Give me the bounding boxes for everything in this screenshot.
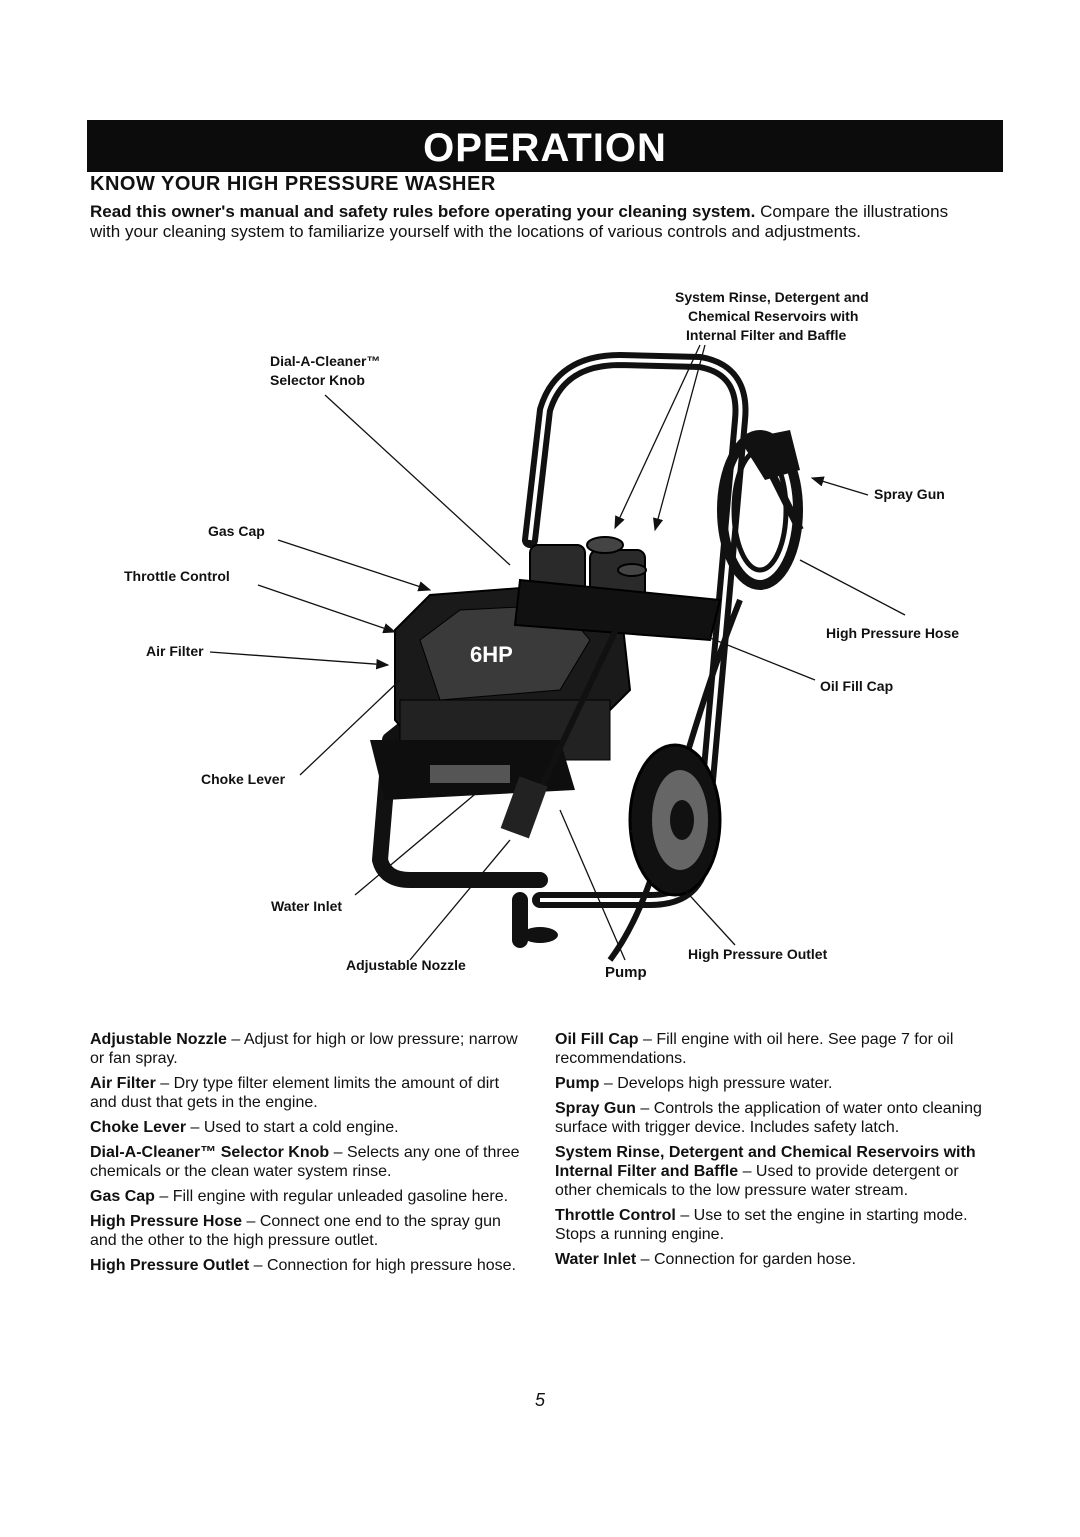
- descriptions-left-column: Adjustable Nozzle – Adjust for high or l…: [90, 1030, 530, 1281]
- descriptions-right-column: Oil Fill Cap – Fill engine with oil here…: [555, 1030, 995, 1275]
- description-item: Throttle Control – Use to set the engine…: [555, 1207, 968, 1243]
- description-item: Pump – Develops high pressure water.: [555, 1075, 833, 1092]
- description-item: Oil Fill Cap – Fill engine with oil here…: [555, 1031, 954, 1067]
- description-item: High Pressure Outlet – Connection for hi…: [90, 1257, 516, 1274]
- pressure-washer-diagram: 6HP: [0, 280, 1080, 1000]
- label-dial-a-cleaner: Dial-A-Cleaner™ Selector Knob: [270, 353, 381, 388]
- banner-title: OPERATION: [423, 126, 667, 170]
- description-item: Adjustable Nozzle – Adjust for high or l…: [90, 1031, 518, 1067]
- engine-badge: 6HP: [470, 642, 513, 667]
- spray-gun-and-hose: [500, 430, 804, 962]
- description-item: Dial-A-Cleaner™ Selector Knob – Selects …: [90, 1144, 520, 1180]
- description-item: Spray Gun – Controls the application of …: [555, 1100, 982, 1136]
- description-item: Gas Cap – Fill engine with regular unlea…: [90, 1188, 509, 1205]
- description-item: Air Filter – Dry type filter element lim…: [90, 1075, 500, 1111]
- label-oil-fill-cap: Oil Fill Cap: [820, 678, 894, 694]
- label-reservoirs: System Rinse, Detergent and Chemical Res…: [675, 289, 869, 343]
- intro-paragraph: Read this owner's manual and safety rule…: [90, 202, 950, 242]
- feet: [412, 872, 558, 943]
- label-high-pressure-hose: High Pressure Hose: [826, 625, 960, 641]
- label-choke-lever: Choke Lever: [201, 771, 286, 787]
- section-banner: OPERATION: [87, 120, 1003, 172]
- pressure-washer-illustration: 6HP: [209, 344, 906, 962]
- label-adjustable-nozzle: Adjustable Nozzle: [346, 957, 466, 973]
- leader-lines: [209, 344, 906, 961]
- label-air-filter: Air Filter: [146, 643, 204, 659]
- label-throttle-control: Throttle Control: [124, 568, 230, 584]
- label-pump: Pump: [605, 964, 647, 981]
- intro-bold: Read this owner's manual and safety rule…: [90, 202, 756, 221]
- page-number: 5: [534, 1390, 545, 1410]
- description-item: Water Inlet – Connection for garden hose…: [555, 1251, 856, 1268]
- label-spray-gun: Spray Gun: [874, 486, 945, 502]
- label-high-pressure-outlet: High Pressure Outlet: [688, 946, 828, 962]
- wheel: [628, 743, 722, 897]
- description-item: Choke Lever – Used to start a cold engin…: [90, 1119, 399, 1136]
- label-gas-cap: Gas Cap: [208, 523, 265, 539]
- description-item: System Rinse, Detergent and Chemical Res…: [555, 1144, 976, 1199]
- description-item: High Pressure Hose – Connect one end to …: [90, 1213, 501, 1249]
- label-water-inlet: Water Inlet: [271, 898, 343, 914]
- intro-rest: Compare the illustrations with your clea…: [90, 202, 949, 241]
- reservoirs: [513, 536, 722, 642]
- section-heading: KNOW YOUR HIGH PRESSURE WASHER: [90, 173, 496, 195]
